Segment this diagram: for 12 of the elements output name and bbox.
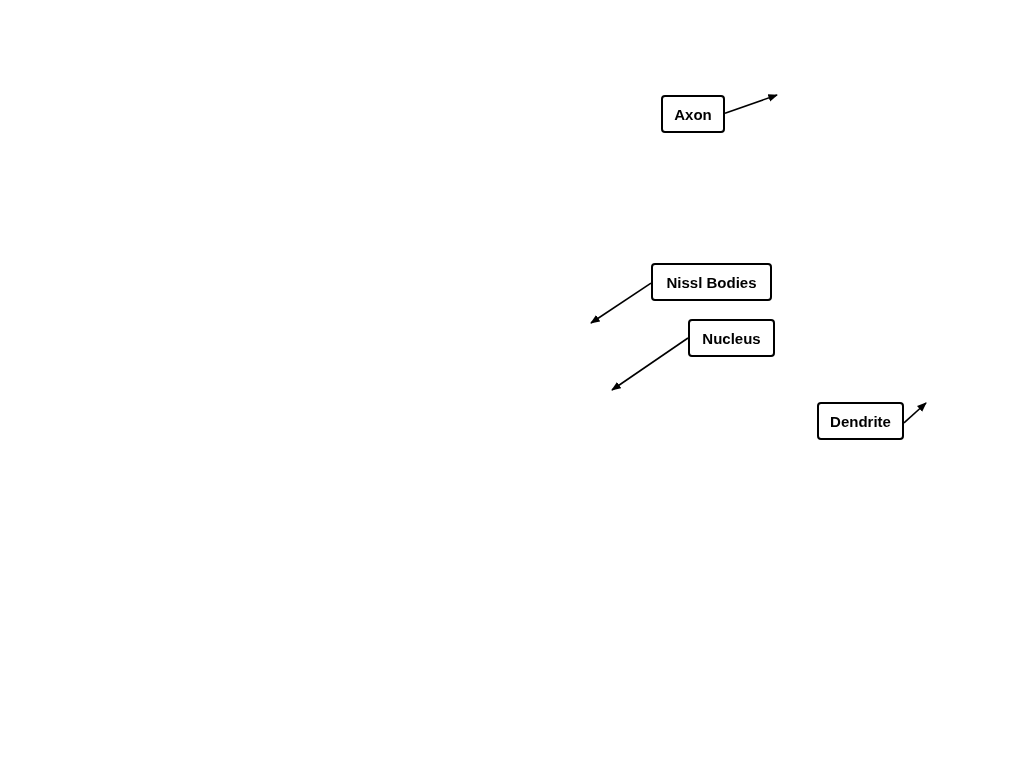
label-box (817, 402, 904, 440)
leader-arrow (590, 282, 652, 324)
label-box (661, 95, 725, 133)
label-text: Axon (674, 105, 712, 123)
label-text: Dendrite (830, 412, 891, 430)
label-text: Nucleus (702, 329, 761, 347)
leader-arrow (903, 402, 927, 424)
label-box (688, 319, 775, 357)
leader-arrow (724, 94, 778, 115)
label-text: Nissl Bodies (666, 273, 757, 291)
leader-arrow (611, 337, 689, 391)
label-box (651, 263, 772, 301)
